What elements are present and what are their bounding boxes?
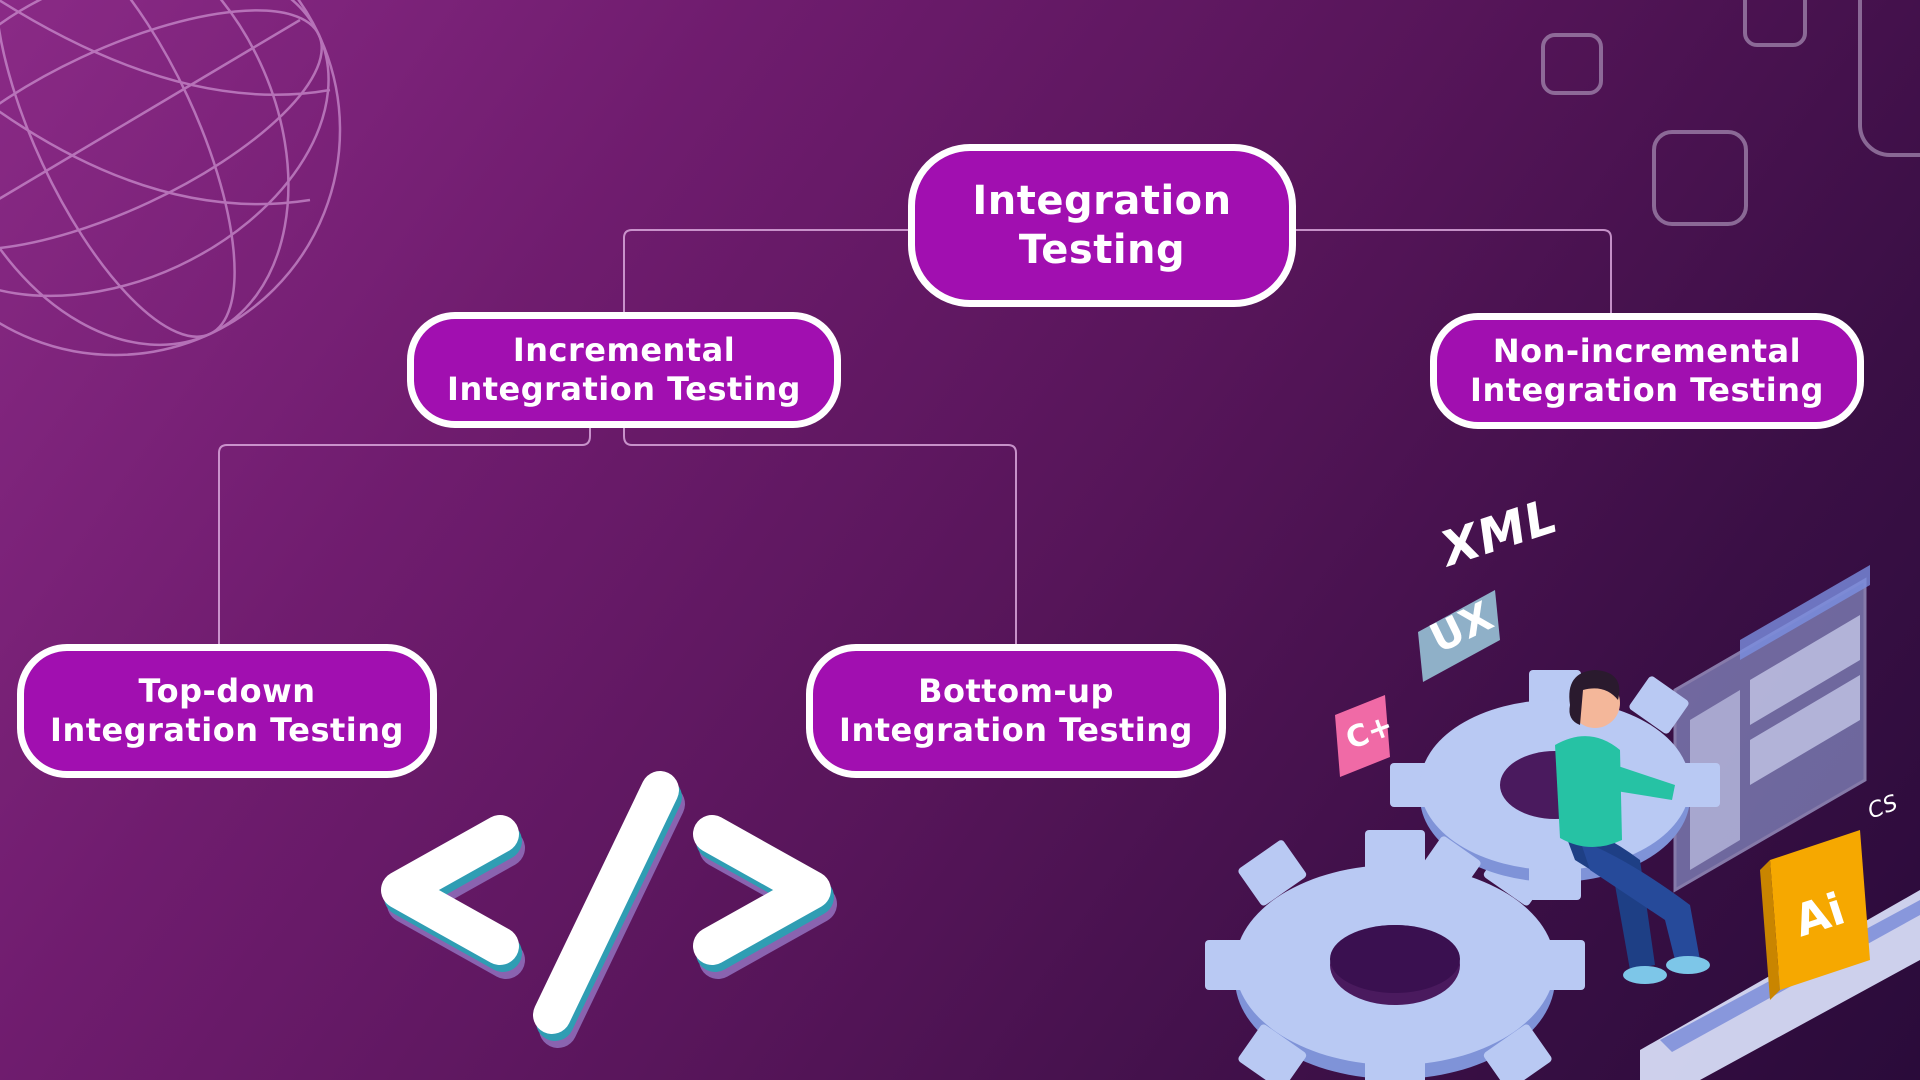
non-incremental-node-label: Non-incremental Integration Testing bbox=[1470, 331, 1824, 409]
ux-badge-icon bbox=[1418, 590, 1500, 682]
rounded-square-icon bbox=[1541, 0, 1920, 226]
gear-icon bbox=[1390, 670, 1720, 900]
cplus-badge-icon bbox=[1335, 695, 1390, 777]
incremental-node-label: Incremental Integration Testing bbox=[447, 330, 801, 408]
ai-badge-icon bbox=[1760, 830, 1870, 1000]
root-node-label: Integration Testing bbox=[972, 177, 1232, 273]
person-icon bbox=[1555, 670, 1710, 984]
bottom-up-node: Bottom-up Integration Testing bbox=[806, 644, 1226, 778]
root-node: Integration Testing bbox=[908, 144, 1296, 307]
incremental-node: Incremental Integration Testing bbox=[407, 312, 841, 428]
browser-window-icon bbox=[1673, 565, 1870, 893]
globe-wireframe-icon bbox=[0, 0, 342, 357]
top-down-node-label: Top-down Integration Testing bbox=[50, 671, 404, 749]
top-down-node: Top-down Integration Testing bbox=[17, 644, 437, 778]
non-incremental-node: Non-incremental Integration Testing bbox=[1430, 313, 1864, 429]
bottom-up-node-label: Bottom-up Integration Testing bbox=[839, 671, 1193, 749]
